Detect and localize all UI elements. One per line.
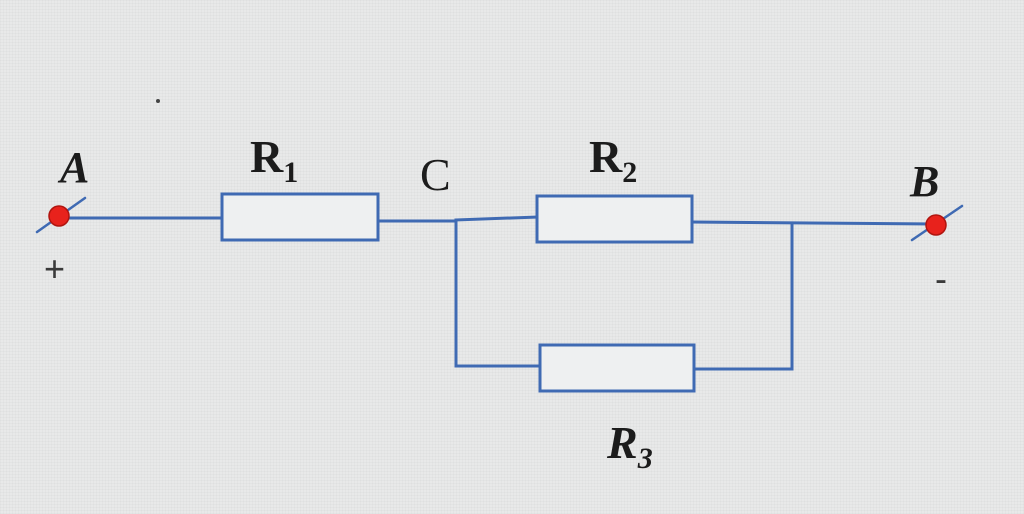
resistor-r1 bbox=[220, 192, 380, 242]
resistor-r1-letter: R bbox=[250, 131, 284, 182]
resistor-r1-index: 1 bbox=[283, 156, 298, 189]
resistor-r2-letter: R bbox=[589, 131, 623, 182]
terminal-a-polarity: + bbox=[44, 248, 65, 289]
terminal-b-label: B bbox=[909, 157, 939, 206]
wire-c-r2 bbox=[454, 215, 539, 222]
resistor-r2-label: R2 bbox=[589, 131, 637, 189]
resistor-r3 bbox=[538, 343, 696, 393]
node-c-label: C bbox=[420, 149, 451, 200]
terminal-b-dot bbox=[925, 214, 947, 236]
wire-r2-b bbox=[690, 220, 937, 226]
terminal-b-polarity: - bbox=[935, 258, 947, 299]
resistor-r3-letter: R bbox=[606, 417, 638, 468]
resistor-r3-index: 3 bbox=[637, 442, 653, 475]
resistor-r2-index: 2 bbox=[622, 156, 637, 189]
resistor-r2 bbox=[535, 194, 694, 244]
resistor-r3-label: R3 bbox=[606, 417, 653, 475]
terminal-a-label: A bbox=[57, 143, 89, 192]
resistor-r1-label: R1 bbox=[250, 131, 298, 189]
speck bbox=[156, 99, 160, 103]
terminal-a-dot bbox=[48, 205, 70, 227]
